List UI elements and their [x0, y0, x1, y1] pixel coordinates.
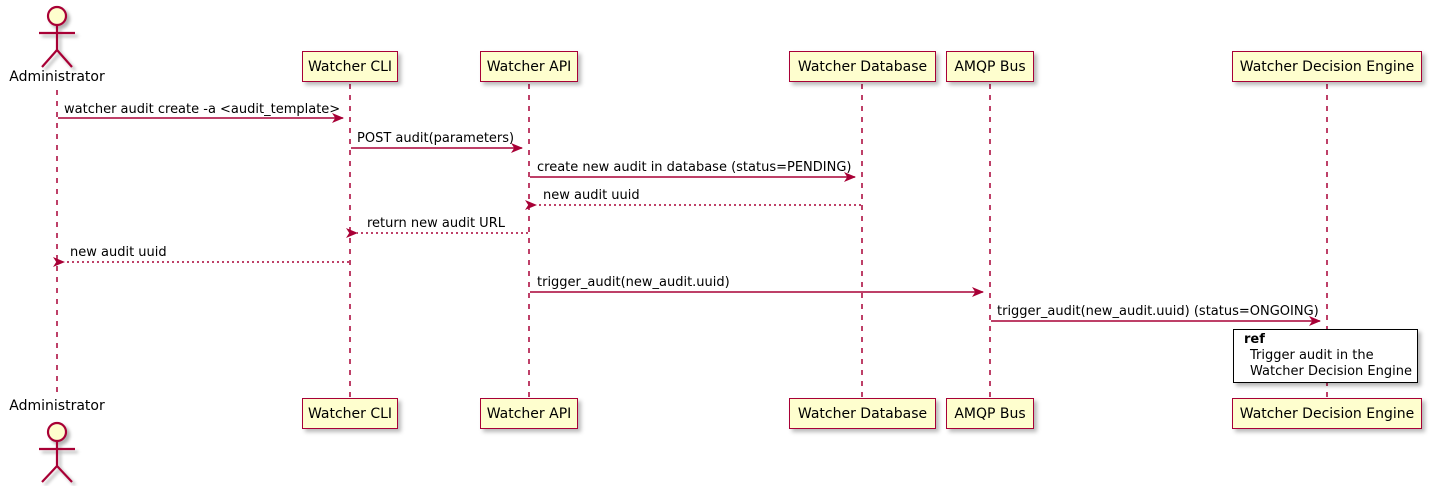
ref-fragment-body-line-2: Watcher Decision Engine — [1250, 364, 1412, 379]
message-label-new-audit-uuid-db: new audit uuid — [543, 188, 640, 203]
ref-fragment-tab-label: ref — [1244, 332, 1265, 347]
participant-watcher-cli-top[interactable]: Watcher CLI — [302, 51, 398, 82]
actor-administrator-bottom — [39, 421, 75, 483]
message-label-return-new-audit-url: return new audit URL — [367, 216, 505, 231]
message-label-create-new-audit: create new audit in database (status=PEN… — [537, 160, 852, 175]
message-label-watcher-audit-create: watcher audit create -a <audit_template> — [64, 102, 341, 117]
participant-watcher-api-top[interactable]: Watcher API — [480, 51, 578, 82]
message-label-trigger-audit-engine: trigger_audit(new_audit.uuid) (status=ON… — [997, 304, 1319, 319]
participant-amqp-bus-top[interactable]: AMQP Bus — [946, 51, 1034, 82]
ref-fragment-box — [1233, 329, 1418, 383]
participant-watcher-api-bottom[interactable]: Watcher API — [480, 398, 578, 429]
ref-fragment-body-line-1: Trigger audit in the — [1250, 348, 1374, 363]
actor-label-administrator-top: Administrator — [9, 69, 105, 85]
actor-administrator-top — [39, 5, 75, 68]
participant-amqp-bus-bottom[interactable]: AMQP Bus — [946, 398, 1034, 429]
actor-label-administrator-bottom: Administrator — [9, 398, 105, 414]
participant-watcher-decision-engine-bottom[interactable]: Watcher Decision Engine — [1232, 398, 1422, 429]
message-arrows — [53, 113, 1321, 326]
participant-watcher-database-top[interactable]: Watcher Database — [789, 51, 936, 82]
message-label-trigger-audit-bus: trigger_audit(new_audit.uuid) — [537, 275, 730, 290]
message-label-new-audit-uuid-cli: new audit uuid — [70, 245, 167, 260]
participant-watcher-cli-bottom[interactable]: Watcher CLI — [302, 398, 398, 429]
participant-watcher-decision-engine-top[interactable]: Watcher Decision Engine — [1232, 51, 1422, 82]
message-label-post-audit: POST audit(parameters) — [357, 131, 515, 146]
participant-watcher-database-bottom[interactable]: Watcher Database — [789, 398, 936, 429]
lifelines — [56, 84, 1328, 398]
